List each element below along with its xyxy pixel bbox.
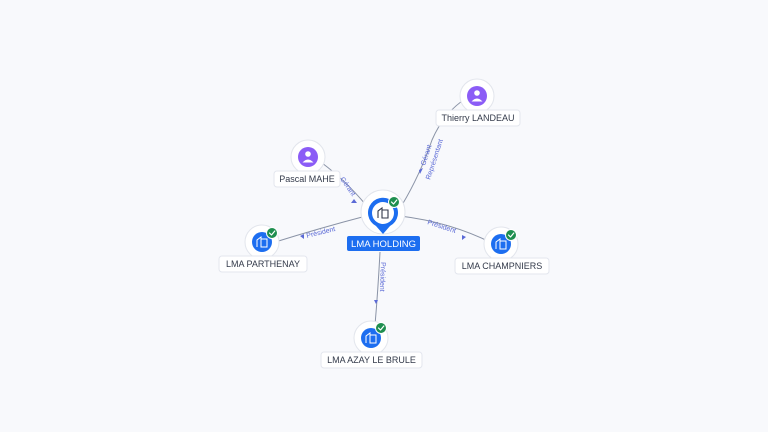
node-lma-champniers[interactable]: LMA CHAMPNIERS [454,226,550,275]
verified-icon [375,322,387,334]
node-label: Pascal MAHE [279,174,335,184]
edge-label-pascal-gerant: Gérant [338,176,356,198]
verified-icon [266,227,278,239]
verified-icon [505,229,517,241]
edge-champniers [399,215,493,244]
edge-pascal [321,162,367,206]
person-icon [298,147,318,167]
arrow-champniers [462,235,466,240]
node-label: LMA CHAMPNIERS [462,261,543,271]
arrow-pascal [351,199,357,203]
edge-arrows [300,168,466,304]
arrow-azay [374,300,378,304]
arrow-thierry [419,168,423,174]
node-thierry-landeau[interactable]: Thierry LANDEAU [435,78,521,127]
node-lma-azay-le-brule[interactable]: LMA AZAY LE BRULE [320,320,423,369]
verified-icon [388,196,400,208]
edge-parthenay [271,215,367,244]
building-icon [377,206,389,219]
edge-azay [374,251,381,326]
node-label: Thierry LANDEAU [441,113,514,123]
node-label: LMA AZAY LE BRULE [327,355,416,365]
edge-thierry [401,95,471,206]
edge-label-champniers-president: Président [426,219,456,235]
node-lma-parthenay[interactable]: LMA PARTHENAY [218,224,308,273]
node-label-main: LMA HOLDING [351,239,416,250]
person-icon [467,86,487,106]
arrow-parthenay [300,234,304,239]
node-pascal-mahe[interactable]: Pascal MAHE [273,139,341,188]
node-label: LMA PARTHENAY [226,259,300,269]
edge-label-azay-president: Président [378,262,386,292]
edges [271,95,493,326]
node-lma-holding[interactable]: LMA HOLDING [347,189,420,251]
